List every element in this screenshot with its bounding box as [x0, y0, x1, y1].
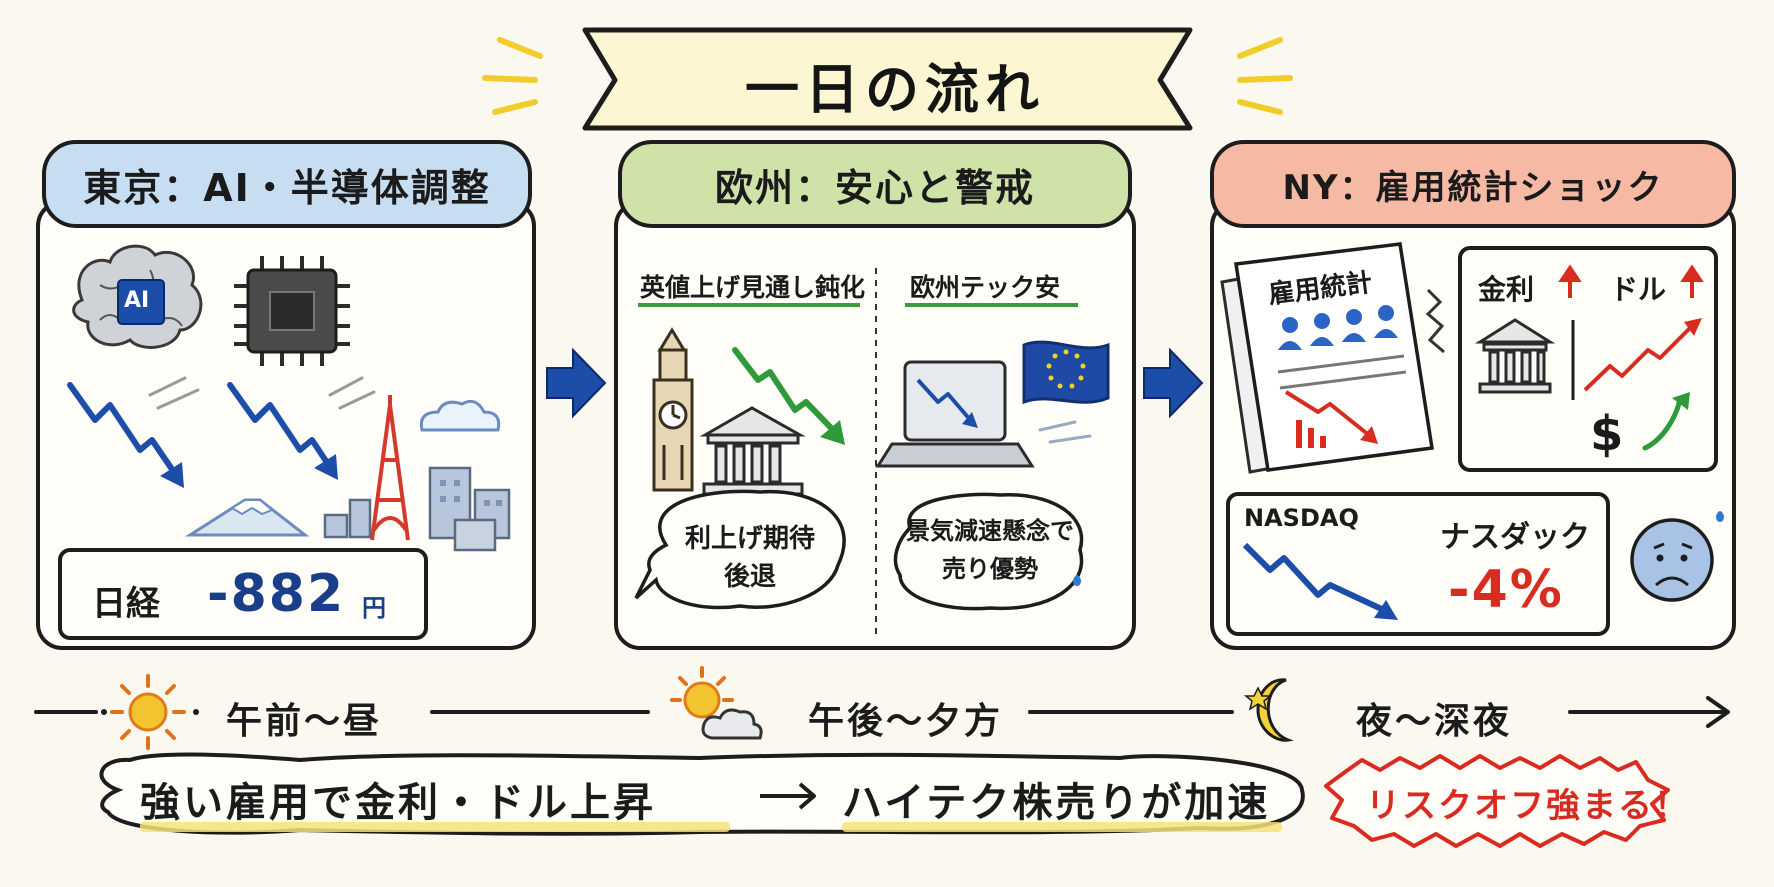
- arrow-right-icon: [546, 347, 607, 419]
- arrow-right-icon: [1143, 347, 1204, 419]
- sun-cloud-icon: [670, 666, 763, 740]
- mount-fuji-icon: [184, 498, 310, 537]
- europe-right-bubble: 景気減速懸念で 売り優勢: [900, 512, 1080, 588]
- chip-icon: [234, 256, 350, 366]
- time-afternoon: 午後～夕方: [808, 701, 1004, 742]
- moon-icon: [1243, 678, 1294, 742]
- nasdaq-en-label: NASDAQ: [1244, 504, 1359, 532]
- dollar-label: ドル: [1610, 273, 1667, 306]
- rates-label: 金利: [1478, 273, 1535, 306]
- summary-part2: ハイテク株売りが加速: [842, 780, 1271, 826]
- ny-header: NY：雇用統計ショック: [1210, 140, 1736, 228]
- worried-face-icon: [1630, 511, 1724, 602]
- nikkei-unit: 円: [362, 594, 386, 622]
- nikkei-value: -882: [207, 564, 346, 624]
- ai-chip-icon: [117, 279, 165, 325]
- europe-left-bubble-line2: 後退: [723, 562, 776, 592]
- nikkei-label: 日経: [92, 584, 160, 624]
- risk-off-label: リスクオフ強まる！: [1366, 786, 1690, 826]
- europe-right-subhead: 欧州テック安: [910, 273, 1061, 302]
- laptop-icon: [875, 360, 1035, 468]
- europe-left-bubble-line1: 利上げ期待: [684, 524, 815, 554]
- europe-header: 欧州：安心と警戒: [618, 140, 1132, 228]
- big-ben-icon: [652, 327, 694, 492]
- tokyo-tower-icon: [370, 395, 410, 541]
- nasdaq-jp-label: ナスダック: [1440, 520, 1590, 555]
- europe-left-subhead: 英値上げ見通し鈍化: [640, 273, 866, 302]
- europe-right-bubble-line1: 景気減速懸念で: [906, 517, 1074, 545]
- dollar-sign: $: [1590, 406, 1624, 462]
- nikkei-box: 日経 -882 円: [58, 548, 428, 640]
- nasdaq-change: -4%: [1448, 560, 1564, 620]
- tokyo-header: 東京：AI・半導体調整: [42, 140, 532, 228]
- time-night: 夜～深夜: [1356, 701, 1513, 742]
- summary-part1: 強い雇用で金利・ドル上昇: [140, 780, 656, 826]
- bank-icon: [1474, 318, 1556, 394]
- bank-icon: [699, 406, 806, 496]
- europe-left-bubble: 利上げ期待 後退: [670, 520, 830, 596]
- time-morning: 午前～昼: [226, 701, 383, 742]
- report-icon: [1220, 242, 1435, 474]
- europe-right-bubble-line2: 売り優勢: [942, 555, 1038, 583]
- ai-chip-label: AI: [124, 288, 150, 313]
- page-title: 一日の流れ: [745, 58, 1045, 121]
- sun-icon: [101, 674, 199, 750]
- eu-flag-icon: [1022, 340, 1110, 405]
